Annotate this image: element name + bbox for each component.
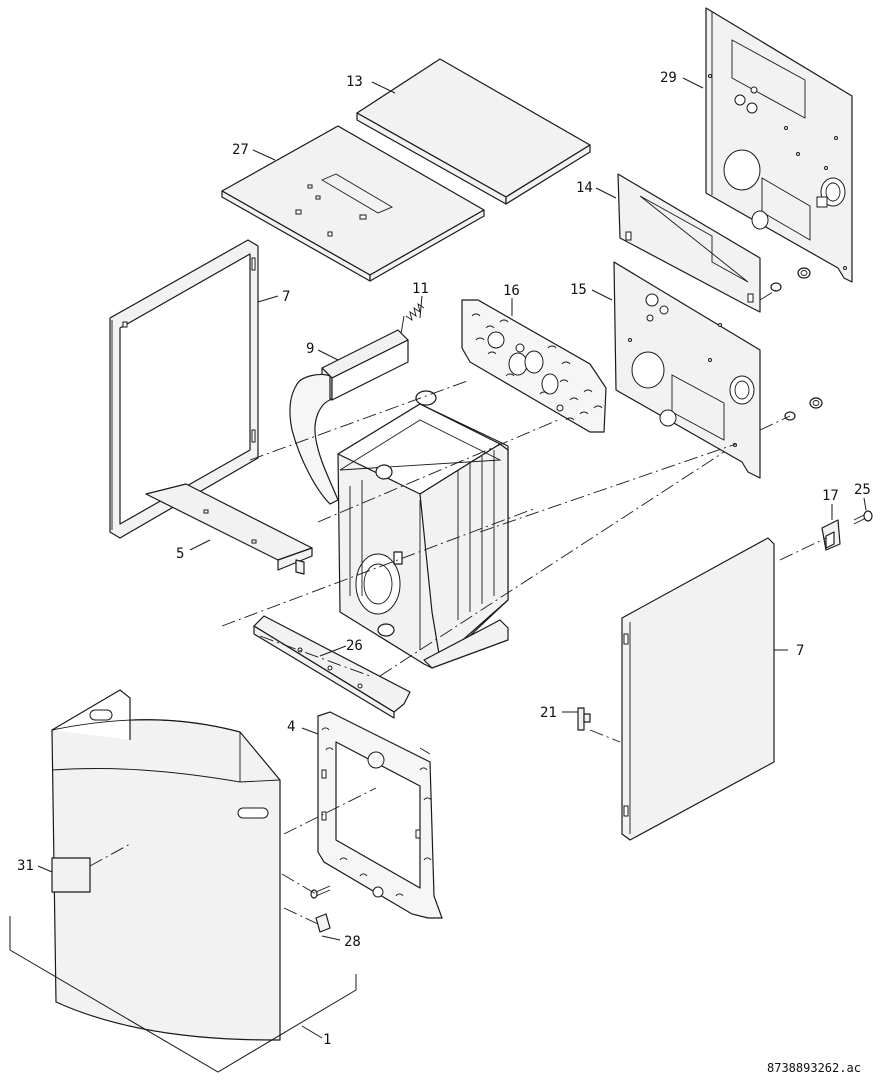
label-27: 27 <box>232 142 249 158</box>
label-25: 25 <box>854 482 871 498</box>
part-4-insulation-frame <box>317 711 443 919</box>
label-7-right: 7 <box>796 643 804 659</box>
part-29-mounting-nuts <box>770 267 811 292</box>
part-13-top-lid <box>356 58 591 205</box>
part-15-mounting-nuts <box>784 397 823 421</box>
label-16: 16 <box>503 283 520 299</box>
label-13: 13 <box>346 74 363 90</box>
part-1-bracket-line <box>9 916 357 1073</box>
label-4: 4 <box>287 719 295 735</box>
part-27-cover-plate <box>221 125 485 282</box>
part-1-front-casing <box>51 689 281 1041</box>
label-15: 15 <box>570 282 587 298</box>
label-1: 1 <box>323 1032 331 1048</box>
assembly-centerlines <box>89 289 827 925</box>
label-28: 28 <box>344 934 361 950</box>
label-7-left: 7 <box>282 289 290 305</box>
part-9-insulation-block <box>321 329 409 401</box>
label-5: 5 <box>176 546 184 562</box>
leader-lines <box>37 77 867 1039</box>
part-28-screw-and-clip <box>310 885 331 933</box>
part-17-clip <box>821 519 841 551</box>
part-14-baffle-plate <box>617 173 761 313</box>
label-31: 31 <box>17 858 34 874</box>
part-16-insulation-panel <box>461 299 607 433</box>
label-9: 9 <box>306 341 314 357</box>
part-5-bracket-plate <box>145 483 313 575</box>
label-11: 11 <box>412 281 429 297</box>
document-id: 8738893262.ac <box>767 1061 861 1075</box>
part-7-left-side-panel <box>109 239 259 539</box>
part-21-small-clip <box>577 707 591 731</box>
part-7-right-side-panel <box>621 537 775 841</box>
heat-exchanger-block <box>289 373 509 669</box>
part-29-rear-panel <box>705 7 853 283</box>
part-number-labels: 13 27 29 14 15 16 11 9 7 5 17 25 26 7 21… <box>17 70 871 1048</box>
label-21: 21 <box>540 705 557 721</box>
part-25-screw <box>853 510 873 525</box>
label-17: 17 <box>822 488 839 504</box>
label-29: 29 <box>660 70 677 86</box>
part-26-rail <box>253 615 411 719</box>
part-31-label <box>51 857 91 893</box>
label-14: 14 <box>576 180 593 196</box>
label-26: 26 <box>346 638 363 654</box>
part-15-inner-panel <box>613 261 761 479</box>
